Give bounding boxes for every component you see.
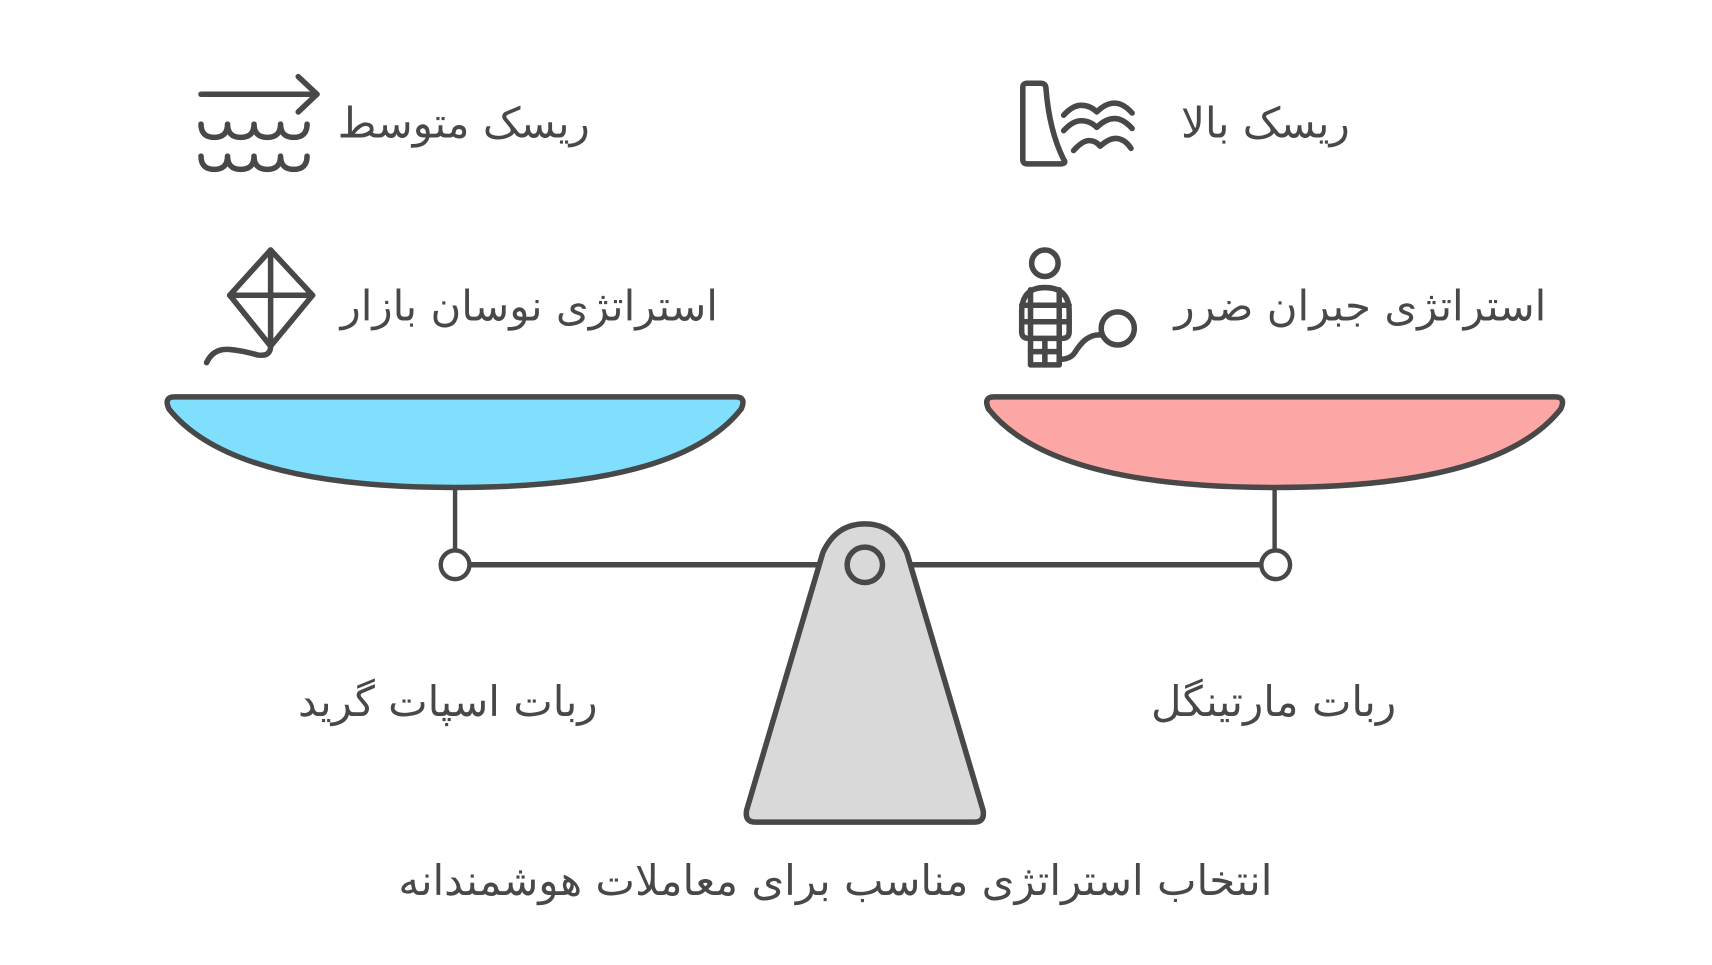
prisoner-ball-chain-icon xyxy=(1018,247,1138,368)
left-strategy-label: استراتژی نوسان بازار xyxy=(338,282,717,331)
pivot-ring xyxy=(844,544,886,586)
fulcrum xyxy=(743,521,987,825)
left-pan xyxy=(164,394,746,491)
left-robot-label: ربات اسپات گرید xyxy=(298,677,598,727)
kite-icon xyxy=(203,247,316,366)
right-robot-label: ربات مارتینگل xyxy=(1151,677,1396,726)
left-risk-label: ریسک متوسط xyxy=(338,98,590,147)
dam-waves-icon xyxy=(1020,80,1135,167)
diagram-title: انتخاب استراتژی مناسب برای معاملات هوشمن… xyxy=(398,856,1272,905)
right-pan xyxy=(983,394,1566,491)
waves-arrow-icon xyxy=(198,73,320,173)
right-beam-ring xyxy=(1259,548,1293,582)
right-risk-label: ریسک بالا xyxy=(1181,98,1350,147)
right-strategy-label: استراتژی جبران ضرر xyxy=(1172,282,1546,331)
left-beam-ring xyxy=(438,548,472,582)
